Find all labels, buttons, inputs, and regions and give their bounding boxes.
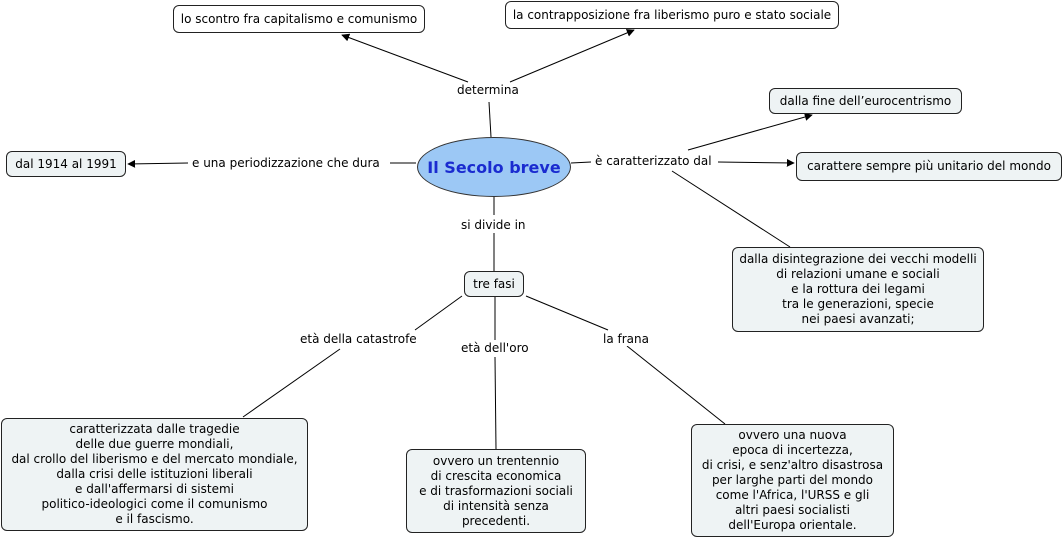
link-oro-desc xyxy=(494,356,497,450)
central-concept[interactable]: Il Secolo breve xyxy=(417,137,571,197)
central-concept-label: Il Secolo breve xyxy=(427,157,561,177)
link-label-caratterizzato: è caratterizzato dal xyxy=(591,154,716,168)
link-frana-desc xyxy=(626,345,726,425)
concept-unitario[interactable]: carattere sempre più unitario del mondo xyxy=(796,152,1062,181)
link-trefasi-frana xyxy=(525,295,609,331)
concept-scontro-text: lo scontro fra capitalismo e comunismo xyxy=(180,11,418,26)
concept-date-text: dal 1914 al 1991 xyxy=(15,156,117,171)
link-label-catastrofe: età della catastrofe xyxy=(296,332,421,346)
concept-unitario-text: carattere sempre più unitario del mondo xyxy=(807,159,1051,173)
link-label-periodizzazione: e una periodizzazione che dura xyxy=(188,156,384,170)
concept-tre-fasi-text: tre fasi xyxy=(473,276,515,291)
link-determina-scontro xyxy=(341,33,469,83)
concept-scontro[interactable]: lo scontro fra capitalismo e comunismo xyxy=(173,5,425,33)
concept-oro-desc[interactable]: ovvero un trentennio di crescita economi… xyxy=(406,449,586,533)
concept-eurocentrismo-text: dalla fine dell’eurocentrismo xyxy=(779,93,952,108)
concept-contrapposizione[interactable]: la contrapposizione fra liberismo puro e… xyxy=(505,1,839,29)
concept-disintegrazione-text: dalla disintegrazione dei vecchi modelli… xyxy=(739,252,977,326)
concept-catastrofe-desc-text: caratterizzata dalle tragedie delle due … xyxy=(11,422,298,526)
concept-eurocentrismo[interactable]: dalla fine dell’eurocentrismo xyxy=(769,88,962,114)
link-determina-contrapposizione xyxy=(509,29,635,83)
concept-contrapposizione-text: la contrapposizione fra liberismo puro e… xyxy=(512,7,832,22)
link-trefasi-catastrofe xyxy=(414,295,463,331)
link-center-determina xyxy=(488,101,492,138)
concept-frana-desc-text: ovvero una nuova epoca di incertezza, di… xyxy=(701,428,884,532)
link-label-oro: età dell'oro xyxy=(457,341,533,355)
concept-disintegrazione[interactable]: dalla disintegrazione dei vecchi modelli… xyxy=(732,247,984,332)
concept-tre-fasi[interactable]: tre fasi xyxy=(464,271,524,297)
link-catastrofe-desc xyxy=(242,348,341,418)
concept-catastrofe-desc[interactable]: caratterizzata dalle tragedie delle due … xyxy=(1,418,308,531)
link-center-caratterizzato xyxy=(570,161,592,164)
concept-frana-desc[interactable]: ovvero una nuova epoca di incertezza, di… xyxy=(691,424,894,537)
concept-date[interactable]: dal 1914 al 1991 xyxy=(6,151,126,177)
link-label-determina: determina xyxy=(453,83,523,97)
link-caratterizzato-eurocentrismo xyxy=(687,113,813,151)
link-label-divide: si divide in xyxy=(457,218,530,232)
link-caratterizzato-unitario xyxy=(717,158,795,167)
concept-oro-desc-text: ovvero un trentennio di crescita economi… xyxy=(419,453,573,528)
link-periodizzazione-date xyxy=(127,159,189,168)
link-caratterizzato-disintegrazione xyxy=(671,170,791,248)
link-label-frana: la frana xyxy=(599,332,653,346)
